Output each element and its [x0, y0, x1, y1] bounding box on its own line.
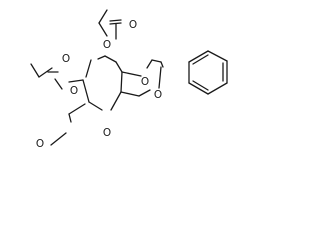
bond [138, 89, 151, 97]
bond [68, 113, 72, 123]
bond [54, 78, 63, 90]
bond [88, 101, 103, 111]
oxygen-acetyl-left-ester: O [62, 53, 70, 65]
bond [120, 71, 123, 93]
bond [30, 63, 40, 78]
bond [104, 55, 117, 63]
bond [188, 82, 209, 95]
bond [120, 91, 140, 97]
bond [110, 91, 122, 111]
bond [98, 9, 108, 24]
bond [207, 50, 228, 62]
bond [82, 79, 90, 103]
bond [38, 67, 53, 78]
bond [109, 19, 122, 22]
bond-lines [30, 9, 228, 146]
bond [121, 71, 142, 77]
oxygen-acetyl-left-carbonyl: O [70, 85, 78, 97]
bond [50, 132, 67, 146]
oxygen-acetyl-top-ester: O [103, 39, 111, 51]
bond [151, 59, 162, 63]
bond [146, 59, 153, 69]
bond [98, 22, 108, 37]
molecule-structure-diagram: O O O O O O O O [30, 9, 228, 150]
oxygen-acetal-lower: O [154, 89, 162, 101]
oxygen-pyranose-ring: O [103, 127, 111, 139]
bond [68, 79, 84, 83]
oxygen-methoxy: O [36, 138, 44, 150]
bond [192, 80, 209, 91]
bond [68, 103, 86, 115]
bond [85, 59, 92, 78]
oxygen-acetyl-top-carbonyl: O [129, 19, 137, 31]
bond [109, 22, 122, 25]
bond [158, 66, 162, 89]
atom-labels: O O O O O O O O [36, 19, 162, 150]
bond [192, 54, 209, 65]
bond [188, 50, 209, 63]
bond [97, 55, 106, 60]
bond [160, 61, 164, 68]
bond [207, 82, 228, 95]
oxygen-acetal-upper: O [141, 76, 149, 88]
bond [115, 61, 123, 73]
